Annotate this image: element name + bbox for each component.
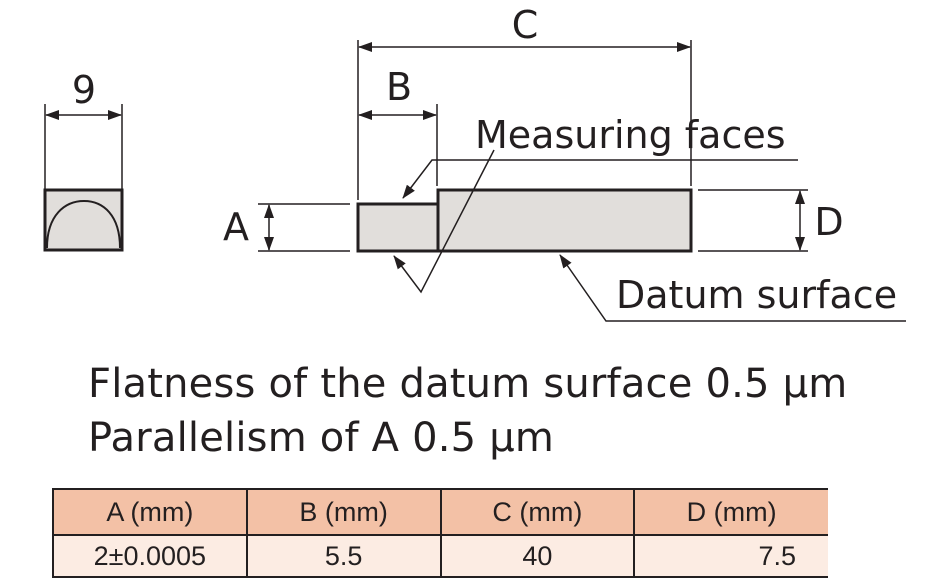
header-c: C (mm) — [439, 488, 636, 536]
end-view: 9 — [43, 68, 124, 252]
cell-d: 7.5 — [633, 534, 828, 578]
header-b: B (mm) — [245, 488, 442, 536]
cell-b: 5.5 — [245, 534, 442, 578]
header-a: A (mm) — [52, 488, 248, 536]
measuring-faces-leader-bottom — [393, 149, 495, 294]
main-block — [436, 188, 693, 253]
header-d: D (mm) — [633, 488, 828, 536]
dim-c-label: C — [512, 3, 539, 47]
measuring-faces-label: Measuring faces — [475, 113, 786, 157]
parallelism-spec: Parallelism of A 0.5 µm — [88, 415, 555, 461]
dim-d-label: D — [814, 200, 843, 244]
measuring-faces-leader-top — [402, 159, 798, 199]
dim-b-label: B — [386, 65, 412, 109]
table-row: 2±0.0005 5.5 40 7.5 — [52, 534, 828, 578]
end-view-dimension-label: 9 — [72, 68, 96, 112]
table-header-row: A (mm) B (mm) C (mm) D (mm) — [52, 488, 828, 536]
datum-surface-label: Datum surface — [616, 273, 897, 317]
cell-c: 40 — [439, 534, 636, 578]
end-view-curve — [46, 199, 121, 249]
gauge-block-diagram: 9 A B C D Measuring faces Datum surface — [43, 3, 906, 322]
flatness-spec: Flatness of the datum surface 0.5 µm — [88, 361, 848, 407]
end-view-block — [43, 188, 124, 252]
datum-surface-leader — [559, 254, 906, 322]
step-block — [356, 202, 440, 253]
cell-a: 2±0.0005 — [52, 534, 248, 578]
side-view: A B C D Measuring faces Datum surface — [223, 3, 906, 322]
dimension-table: A (mm) B (mm) C (mm) D (mm) 2±0.0005 5.5… — [52, 488, 828, 578]
dim-a-label: A — [223, 205, 249, 249]
